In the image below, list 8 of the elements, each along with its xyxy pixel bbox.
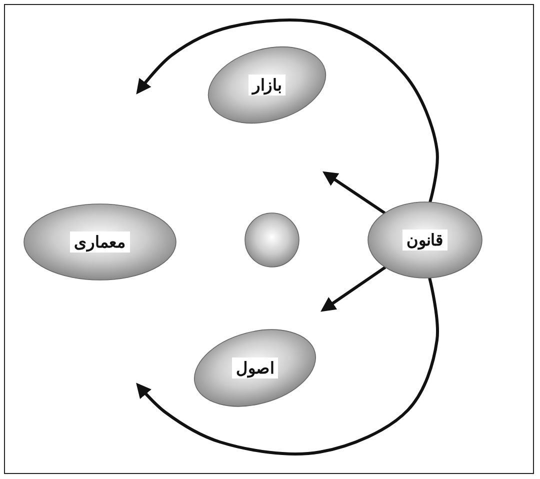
curved-arrow: [136, 278, 439, 456]
node-label: اصول: [232, 358, 278, 378]
arrow: [322, 171, 386, 214]
curved-arrow: [136, 18, 439, 203]
arrow: [320, 266, 386, 312]
node-label: قانون: [402, 230, 448, 250]
node-label: بازار: [248, 74, 286, 96]
node-label: معماری: [70, 232, 130, 252]
